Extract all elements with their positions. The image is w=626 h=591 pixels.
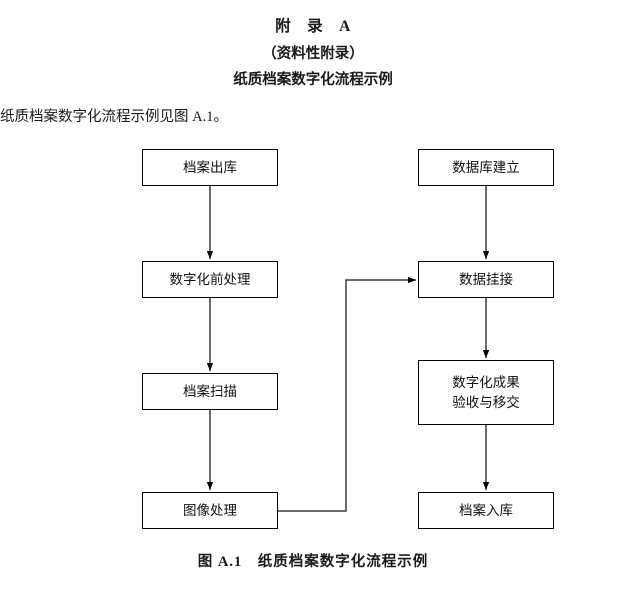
figure-caption: 图 A.1 纸质档案数字化流程示例: [197, 554, 429, 570]
flow-node-archive-scanning: 档案扫描: [142, 373, 278, 410]
flow-node-results-acceptance: 数字化成果 验收与移交: [418, 360, 554, 425]
flow-node-pre-digitization: 数字化前处理: [142, 261, 278, 298]
flow-node-archive-return: 档案入库: [418, 492, 554, 529]
flow-node-label: 数字化成果 验收与移交: [452, 374, 520, 410]
flow-node-label: 数字化前处理: [169, 271, 251, 287]
annex-heading: 附 录 A: [275, 18, 351, 35]
flow-node-database-creation: 数据库建立: [418, 149, 554, 186]
annex-title: 纸质档案数字化流程示例: [233, 72, 393, 88]
flow-node-image-processing: 图像处理: [142, 492, 278, 529]
flow-node-label: 图像处理: [183, 502, 237, 518]
intro-paragraph: 纸质档案数字化流程示例见图 A.1。: [0, 109, 228, 125]
flow-node-archive-retrieval: 档案出库: [142, 149, 278, 186]
flow-node-data-linking: 数据挂接: [418, 261, 554, 298]
flow-node-label: 档案出库: [183, 159, 237, 175]
flow-node-label: 档案扫描: [183, 383, 237, 399]
flow-node-label: 数据挂接: [459, 271, 513, 287]
annex-subheading: （资料性附录）: [262, 46, 364, 62]
edge-image-processing-to-data-linking: [278, 276, 416, 512]
flow-node-label: 档案入库: [459, 502, 513, 518]
flow-node-label: 数据库建立: [452, 159, 520, 175]
